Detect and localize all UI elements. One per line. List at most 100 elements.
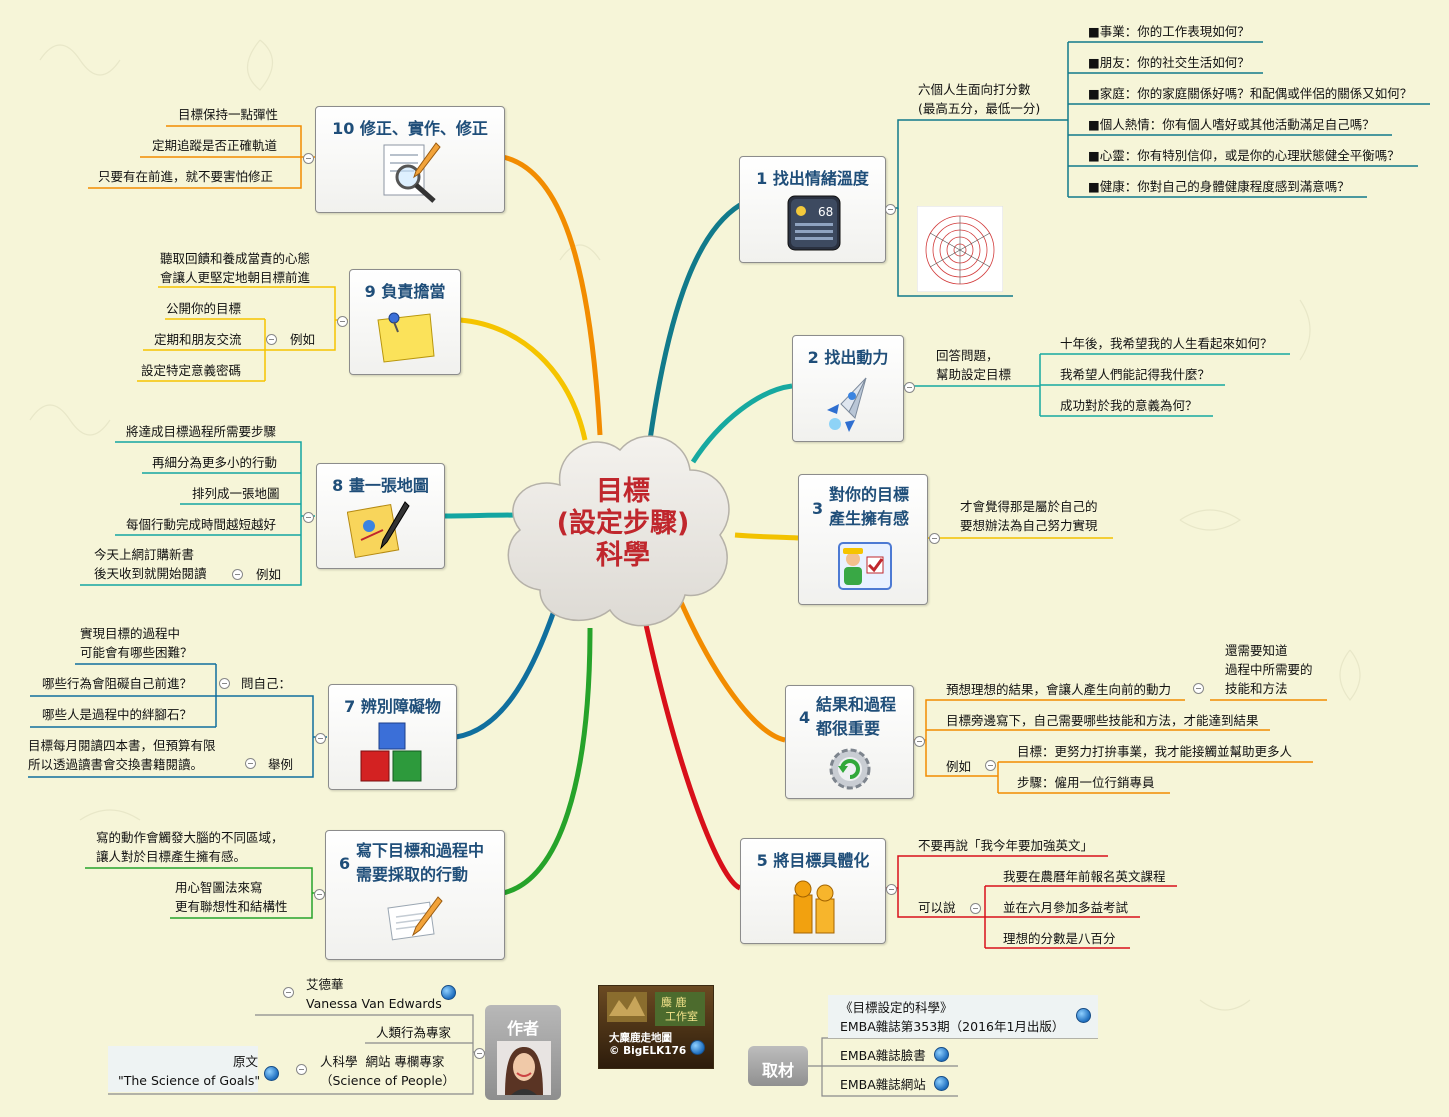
globe-link-icon[interactable] [264, 1066, 279, 1081]
author-label: 作者 [506, 1019, 539, 1038]
b6-item: 用心智圖法來寫 更有聯想性和結構性 [175, 880, 288, 914]
rocket-icon [827, 377, 867, 432]
user-checklist-icon [838, 542, 892, 590]
b8-item: 排列成一張地圖 [192, 486, 280, 501]
node-title: 2 找出動力 [807, 348, 889, 367]
node-make-specific[interactable]: 5 將目標具體化 [740, 838, 886, 944]
b5-item: 不要再說「我今年要加強英文」 [918, 838, 1094, 853]
b5-example: 我要在農曆年前報名英文課程 [1003, 869, 1166, 884]
branch-line-3 [734, 532, 799, 541]
source-node[interactable]: 取材 [748, 1046, 808, 1086]
gear-refresh-icon [829, 748, 871, 790]
branch-line-1 [647, 202, 742, 441]
globe-link-icon[interactable] [441, 985, 456, 1000]
node-title: 9 負責擔當 [364, 282, 446, 301]
logo-tagline: 大麋鹿走地圖 © BigELK176 [609, 1032, 687, 1057]
branch-line-8 [443, 512, 521, 519]
node-revise-practice-revise[interactable]: 10 修正、實作、修正 [315, 106, 505, 213]
branch-line-10 [502, 154, 603, 436]
source-item: EMBA雜誌臉書 [840, 1048, 926, 1063]
node-ownership[interactable]: 3 對你的目標 產生擁有感 [798, 474, 928, 605]
central-cloud [507, 435, 730, 627]
collapse-toggle[interactable] [914, 736, 925, 747]
collapse-toggle[interactable] [970, 903, 981, 914]
globe-link-icon[interactable] [690, 1040, 705, 1055]
node-title: 10 修正、實作、修正 [332, 119, 488, 138]
collapse-toggle[interactable] [886, 884, 897, 895]
node-find-emotional-temperature[interactable]: 1 找出情緒溫度 68 [739, 156, 886, 263]
collapse-toggle[interactable] [303, 153, 314, 164]
svg-text:麋 鹿: 麋 鹿 [661, 995, 687, 1009]
collapse-toggle[interactable] [315, 733, 326, 744]
collapse-toggle[interactable] [314, 889, 325, 900]
node-number: 6 [339, 854, 351, 873]
collapse-toggle[interactable] [303, 512, 314, 523]
map-notepad-icon [347, 501, 410, 559]
b4-item: 預想理想的結果，會讓人產生向前的動力 [946, 682, 1172, 697]
b8-item: 每個行動完成時間越短越好 [126, 517, 277, 532]
collapse-toggle[interactable] [929, 533, 940, 544]
b8-example: 今天上網訂購新書 後天收到就開始閱讀 [94, 547, 207, 581]
b1-item: ■家庭：你的家庭關係好嗎？和配偶或伴侶的關係又如何？ [1088, 86, 1413, 101]
node-title: 結果和過程 都很重要 [816, 695, 897, 738]
collapse-toggle[interactable] [1193, 683, 1204, 694]
b4-item: 目標旁邊寫下，自己需要哪些技能和方法，才能達到結果 [946, 713, 1259, 728]
collapse-toggle[interactable] [296, 1064, 307, 1075]
svg-text:工作室: 工作室 [665, 1009, 698, 1023]
b4-item-note: 還需要知道 過程中所需要的 技能和方法 [1225, 643, 1313, 696]
collapse-toggle[interactable] [283, 987, 294, 998]
b1-item: ■事業：你的工作表現如何？ [1088, 24, 1250, 39]
branch-line-2 [690, 383, 793, 464]
weather-widget-icon: 68 [787, 195, 841, 251]
b2-item: 我希望人們能記得我什麼？ [1060, 367, 1211, 382]
b1-item: ■朋友：你的社交生活如何？ [1088, 55, 1250, 70]
globe-link-icon[interactable] [1076, 1008, 1091, 1023]
b4-example: 步驟：僱用一位行銷專員 [1017, 775, 1155, 790]
branch-line-4 [677, 598, 786, 743]
b7-ask: 哪些人是過程中的絆腳石？ [42, 707, 193, 722]
node-find-motivation[interactable]: 2 找出動力 [792, 335, 904, 442]
collapse-toggle[interactable] [219, 678, 230, 689]
node-number: 3 [812, 499, 824, 518]
b10-item: 定期追蹤是否正確軌道 [152, 138, 278, 153]
node-title: 對你的目標 產生擁有感 [829, 485, 910, 528]
node-title: 1 找出情緒溫度 [756, 169, 869, 188]
b9-example: 定期和朋友交流 [154, 332, 242, 347]
node-identify-obstacles[interactable]: 7 辨別障礙物 [328, 684, 457, 790]
b5-example: 理想的分數是八百分 [1003, 931, 1116, 946]
source-item: 《目標設定的科學》 EMBA雜誌第353期（2016年1月出版） [840, 1000, 1065, 1034]
temperature-value: 68 [818, 205, 833, 219]
source-label: 取材 [761, 1061, 794, 1080]
b3-note: 才會覺得那是屬於自己的 要想辦法為自己努力實現 [960, 499, 1098, 533]
central-title[interactable]: 目標 (設定步驟) 科學 [556, 476, 690, 571]
b1-item: ■個人熱情：你有個人嗜好或其他活動滿足自己嗎？ [1088, 117, 1375, 132]
node-draw-a-map[interactable]: 8 畫一張地圖 [316, 463, 445, 569]
collapse-toggle[interactable] [885, 204, 896, 215]
b1-item: ■健康：你對自己的身體健康程度感到滿意嗎？ [1088, 179, 1350, 194]
collapse-toggle[interactable] [245, 758, 256, 769]
globe-link-icon[interactable] [934, 1047, 949, 1062]
branch-line-6 [502, 627, 593, 896]
b9-item: 聽取回饋和養成當責的心態 會讓人更堅定地朝目標前進 [160, 251, 311, 285]
source-item: EMBA雜誌網站 [840, 1077, 926, 1092]
collapse-toggle[interactable] [232, 569, 243, 580]
node-accountability[interactable]: 9 負責擔當 [349, 269, 461, 375]
pinned-note-icon [377, 312, 435, 363]
b5-example: 並在六月參加多益考試 [1003, 900, 1129, 915]
original-title-highlight [108, 1046, 258, 1092]
author-org: 人科學 網站 專欄專家 （Science of People） [320, 1054, 455, 1088]
branch-line-9 [459, 317, 588, 441]
node-results-and-process[interactable]: 4 結果和過程 都很重要 [785, 685, 914, 799]
globe-link-icon[interactable] [934, 1076, 949, 1091]
node-write-goals[interactable]: 6 寫下目標和過程中 需要採取的行動 [325, 830, 505, 960]
radar-chart-thumbnail [917, 206, 1003, 292]
collapse-toggle[interactable] [904, 382, 915, 393]
collapse-toggle[interactable] [474, 1048, 485, 1059]
collapse-toggle[interactable] [985, 760, 996, 771]
node-number: 4 [799, 708, 811, 727]
collapse-toggle[interactable] [337, 316, 348, 327]
document-magnifier-icon [383, 142, 441, 203]
b7-ask: 哪些行為會阻礙自己前進？ [42, 676, 193, 691]
collapse-toggle[interactable] [266, 334, 277, 345]
b10-item: 目標保持一點彈性 [178, 107, 279, 122]
